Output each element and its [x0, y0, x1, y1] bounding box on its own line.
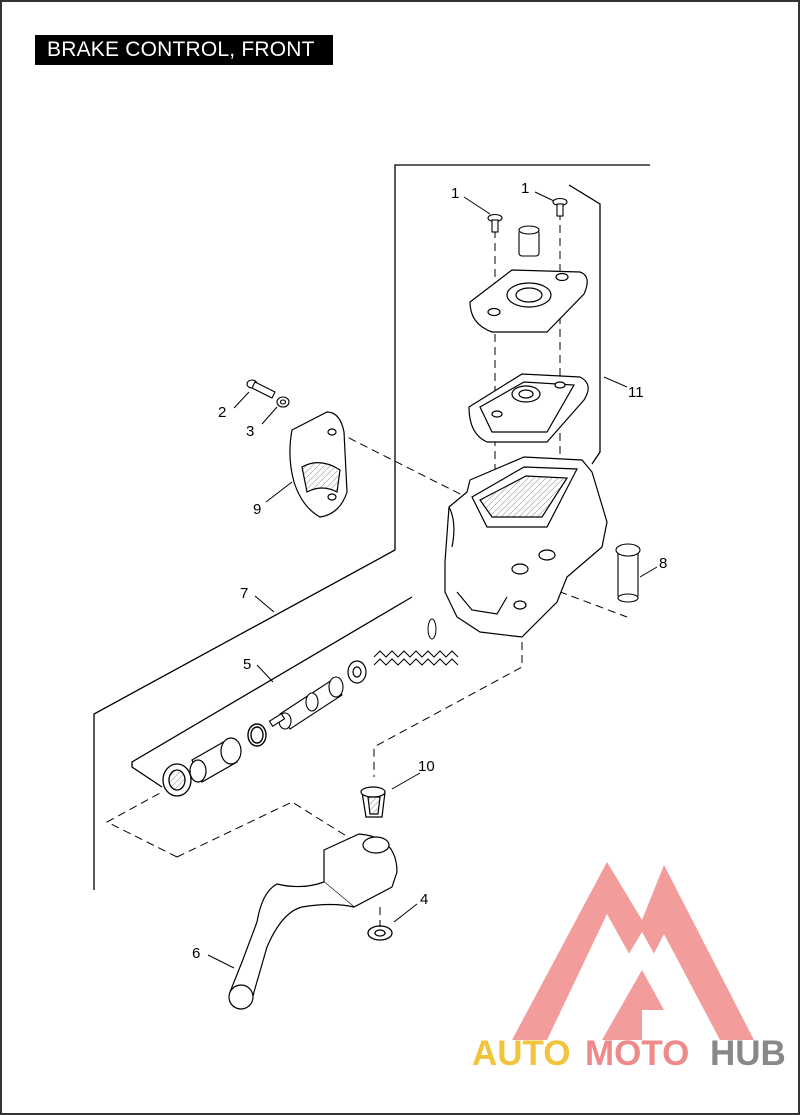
- handlebar-clamp: [289, 411, 348, 518]
- callout-9: 9: [253, 501, 261, 518]
- callout-5: 5: [243, 656, 251, 673]
- watermark-moto: MOTO: [585, 1034, 689, 1073]
- reservoir-cover: [469, 269, 588, 333]
- callout-labels: 1 1 2 3 4 5 6 7 8 9 10 11: [192, 180, 667, 962]
- callout-3: 3: [246, 423, 254, 440]
- callout-6: 6: [192, 945, 200, 962]
- pivot-bushing: [360, 786, 386, 818]
- callout-10: 10: [418, 758, 435, 775]
- callout-1a: 1: [451, 185, 459, 202]
- page-title: BRAKE CONTROL, FRONT: [35, 35, 333, 65]
- watermark-hub: HUB: [710, 1034, 786, 1073]
- callout-7: 7: [240, 585, 248, 602]
- o-ring: [247, 723, 267, 747]
- assembly-dash-lines: [105, 212, 628, 927]
- callout-4: 4: [420, 891, 428, 908]
- callout-8: 8: [659, 555, 667, 572]
- reservoir-plug: [518, 225, 540, 257]
- callout-leaders: [207, 191, 658, 969]
- pivot-pin: [615, 543, 641, 603]
- clamp-screw: [246, 379, 276, 399]
- clamp-washer: [276, 396, 290, 408]
- piston: [268, 676, 344, 730]
- callout-11: 11: [628, 384, 644, 401]
- screw-part-1b: [552, 197, 568, 217]
- watermark-text: AUTO MOTO HUB: [472, 1034, 786, 1073]
- dust-boot: [162, 763, 192, 797]
- screw-part-1a: [487, 213, 503, 233]
- brake-lever: [228, 833, 398, 1010]
- return-spring: [373, 618, 459, 666]
- piston-bushing: [189, 737, 242, 783]
- retaining-clip: [367, 925, 393, 941]
- watermark-auto: AUTO: [472, 1034, 571, 1073]
- assembly-bracket-11: [568, 184, 601, 465]
- master-cylinder-body: [444, 456, 608, 638]
- cup-seal: [347, 660, 367, 684]
- watermark-logo: [512, 862, 754, 1040]
- assembly-bracket-7: [93, 164, 650, 890]
- reservoir-gasket: [468, 373, 589, 443]
- callout-1b: 1: [521, 180, 529, 197]
- callout-2: 2: [218, 404, 226, 421]
- assembly-bracket-5: [131, 596, 413, 788]
